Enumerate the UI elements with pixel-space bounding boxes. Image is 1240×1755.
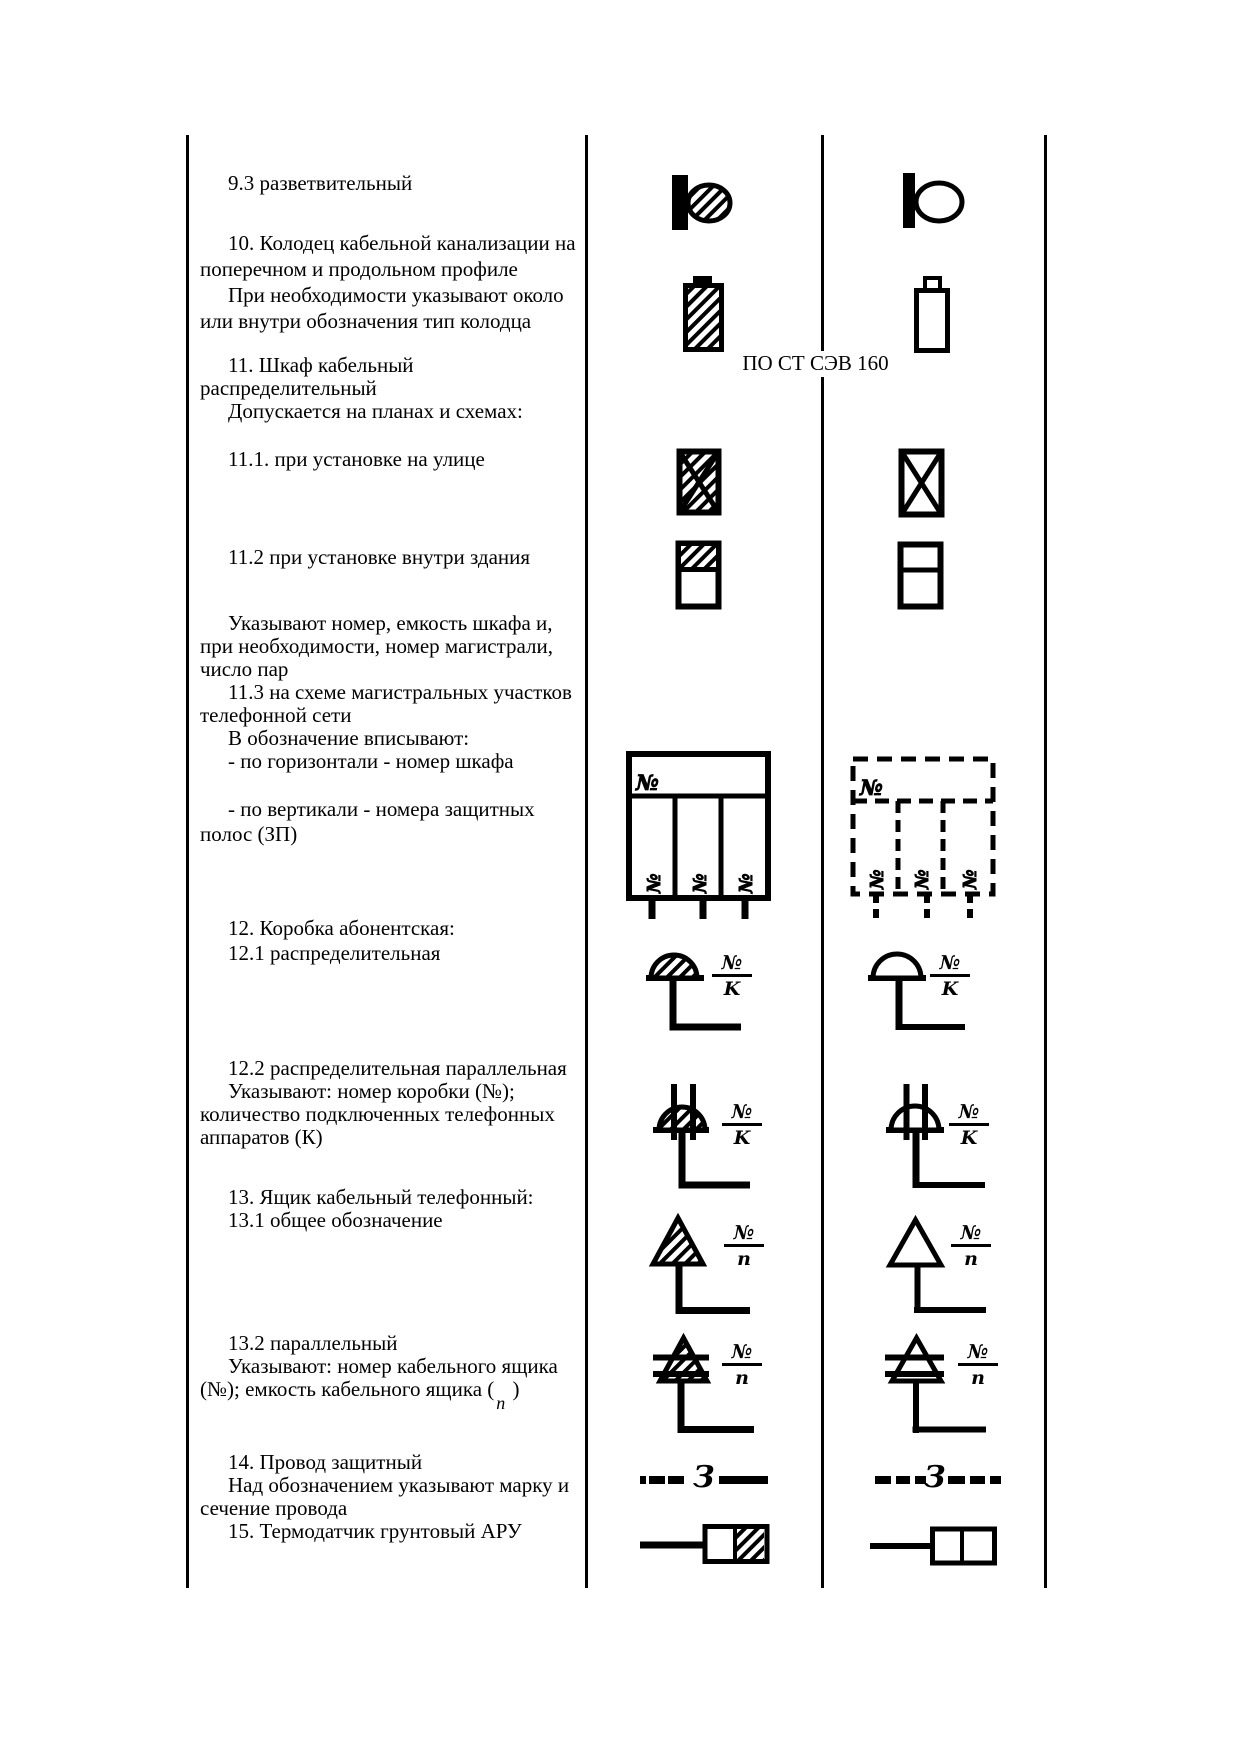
text-line: Указывают: номер коробки (№);: [228, 1079, 515, 1103]
text-line: 11.2 при установке внутри здания: [228, 545, 531, 569]
para-item-13: 13. Ящик кабельный телефонный:13.1 общее…: [200, 1186, 600, 1232]
cable-box-parallel-hatched-icon: [645, 1332, 760, 1437]
subscriber-box-dome-hatched-icon: [642, 936, 754, 1036]
wire-letter: З: [693, 1460, 715, 1495]
table-rule-mid-symbols: [821, 135, 824, 1588]
text-line: распределительный: [200, 376, 377, 400]
text-line: полос (ЗП): [200, 822, 298, 846]
text-line: 11.3 на схеме магистральных участков: [228, 680, 572, 704]
cable-duct-well-outline-icon: [910, 272, 960, 358]
text-line: при необходимости, номер магистрали,: [200, 634, 553, 658]
text-line: - по горизонтали - номер шкафа: [228, 749, 514, 773]
indoor-cabinet-divided-icon: [893, 537, 949, 617]
subscript-n: n: [496, 1393, 506, 1413]
text-line: В обозначение вписывают:: [228, 726, 470, 750]
text-line: Указывают: номер кабельного ящика: [228, 1354, 558, 1378]
para-item-11-2: 11.2 при установке внутри здания: [200, 544, 600, 570]
wire-letter: З: [924, 1460, 946, 1495]
ground-thermo-sensor-hatched-icon: [638, 1518, 773, 1570]
text-line: Над обозначением указывают марку и: [228, 1473, 570, 1497]
text-line: 13. Ящик кабельный телефонный:: [228, 1185, 534, 1209]
text-line: телефонной сети: [200, 703, 352, 727]
text-line: При необходимости указывают около: [228, 283, 564, 307]
text-line: (№); емкость кабельного ящика (n ): [200, 1377, 520, 1414]
subscriber-box-dome-outline-icon: [863, 936, 975, 1036]
cable-box-triangle-hatched-icon: [645, 1212, 757, 1317]
para-item-11-1: 11.1. при установке на улице: [200, 446, 600, 472]
indoor-cabinet-hatched-top-icon: [671, 536, 727, 616]
text-line: Допускается на планах и схемах:: [228, 399, 523, 423]
table-rule-text-symbols: [585, 135, 588, 1588]
para-item-12: 12. Коробка абонентская:12.1 распределит…: [200, 916, 600, 966]
cabinet-scheme-solid-icon: № № № №: [622, 746, 774, 926]
protect-strip-label: №: [867, 869, 888, 890]
para-item-11-3: Указывают номер, емкость шкафа и,при нео…: [200, 612, 600, 773]
cable-duct-well-hatched-icon: [680, 272, 730, 358]
cabinet-number-label: №: [859, 775, 883, 800]
text-line: 12. Коробка абонентская:: [228, 916, 455, 940]
cabinet-number-label: №: [635, 770, 659, 795]
protect-strip-label: №: [736, 873, 757, 894]
text-line: 15. Термодатчик грунтовый АРУ: [228, 1519, 522, 1543]
text-line: аппаратов (К): [200, 1125, 323, 1149]
street-cabinet-x-icon: [894, 444, 950, 524]
table-rule-left: [186, 135, 189, 1588]
para-item-9-3: 9.3 разветвительный: [200, 170, 600, 196]
text-line: 11. Шкаф кабельный: [228, 353, 414, 377]
branch-sleeve-outline-icon: [895, 160, 975, 240]
subscriber-box-parallel-hatched-icon: [645, 1076, 757, 1194]
cable-box-triangle-outline-icon: [878, 1212, 990, 1317]
text-line: - по вертикали - номера защитных: [228, 797, 535, 821]
text-line: 13.2 параллельный: [228, 1331, 398, 1355]
subscriber-box-parallel-outline-icon: [878, 1076, 993, 1194]
text-line: 13.1 общее обозначение: [228, 1208, 443, 1232]
text-line: 12.1 распределительная: [228, 941, 441, 965]
standard-note-label: ПО СТ СЭВ 160: [733, 351, 898, 377]
street-cabinet-hatched-x-icon: [672, 444, 728, 524]
cable-box-parallel-outline-icon: [878, 1332, 993, 1437]
text-line: или внутри обозначения тип колодца: [200, 309, 532, 333]
text-line: 10. Колодец кабельной канализации на: [228, 231, 576, 255]
text-line: 9.3 разветвительный: [228, 171, 413, 195]
branch-sleeve-hatched-icon: [660, 160, 740, 240]
text-line: сечение провода: [200, 1496, 348, 1520]
cabinet-scheme-dashed-icon: № № № №: [846, 751, 998, 926]
text-line: число пар: [200, 657, 289, 681]
text-line: количество подключенных телефонных: [200, 1102, 555, 1126]
protect-strip-label: №: [912, 869, 933, 890]
text-line: 14. Провод защитный: [228, 1450, 423, 1474]
protect-strip-label: №: [644, 873, 665, 894]
table-rule-right: [1044, 135, 1047, 1588]
text-line: поперечном и продольном профиле: [200, 257, 518, 281]
protect-strip-label: №: [960, 869, 981, 890]
protect-strip-label: №: [690, 873, 711, 894]
text-line: 11.1. при установке на улице: [228, 447, 485, 471]
ground-thermo-sensor-outline-icon: [868, 1518, 1003, 1570]
text-line: 12.2 распределительная параллельная: [228, 1056, 567, 1080]
text-line: Указывают номер, емкость шкафа и,: [228, 611, 553, 635]
